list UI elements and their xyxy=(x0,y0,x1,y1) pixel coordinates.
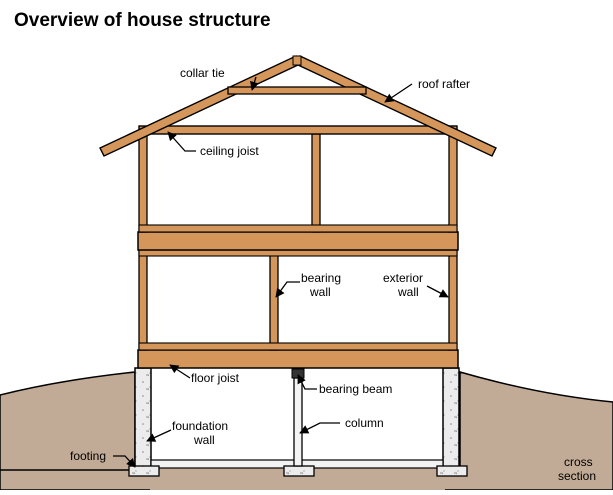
footing-leader xyxy=(113,455,136,468)
roof-rafter-leader xyxy=(384,83,413,103)
diagram-title: Overview of house structure xyxy=(14,10,271,31)
label-bearing-wall-line1: bearing xyxy=(301,271,341,285)
label-ceiling-joist: ceiling joist xyxy=(200,144,259,158)
floor-joist-leader xyxy=(169,364,191,379)
second-floor-walls xyxy=(138,133,458,233)
footing xyxy=(128,465,468,477)
label-collar-tie: collar tie xyxy=(180,66,225,80)
collar-tie-leader xyxy=(250,76,259,91)
ceiling-joist-leader xyxy=(167,131,196,152)
label-cross-section-line2: section xyxy=(558,469,596,483)
ceiling-joist xyxy=(138,125,458,135)
label-roof-rafter: roof rafter xyxy=(418,77,470,91)
collar-tie xyxy=(227,86,367,95)
label-exterior-wall-line2: wall xyxy=(397,285,419,299)
column-leader xyxy=(299,422,340,434)
floor-joist xyxy=(137,349,459,369)
exterior-wall-leader xyxy=(426,285,449,298)
first-floor-walls xyxy=(138,249,458,351)
bearing-wall-leader xyxy=(275,281,300,298)
second-floor-joist xyxy=(137,231,459,251)
label-footing: footing xyxy=(70,449,106,463)
label-foundation-wall-line1: foundation xyxy=(172,419,228,433)
label-foundation-wall-line2: wall xyxy=(193,433,215,447)
roof-rafter xyxy=(99,55,497,157)
label-floor-joist: floor joist xyxy=(191,371,240,385)
label-column: column xyxy=(345,416,384,430)
label-cross-section-line1: cross xyxy=(564,455,593,469)
leader-lines xyxy=(113,76,449,468)
label-bearing-wall-line2: wall xyxy=(309,285,331,299)
ground-under-house xyxy=(150,465,445,490)
bearing-beam-leader xyxy=(297,374,317,390)
foundation-wall-leader xyxy=(146,429,172,442)
label-exterior-wall-line1: exterior xyxy=(383,271,423,285)
label-bearing-beam: bearing beam xyxy=(319,382,392,396)
